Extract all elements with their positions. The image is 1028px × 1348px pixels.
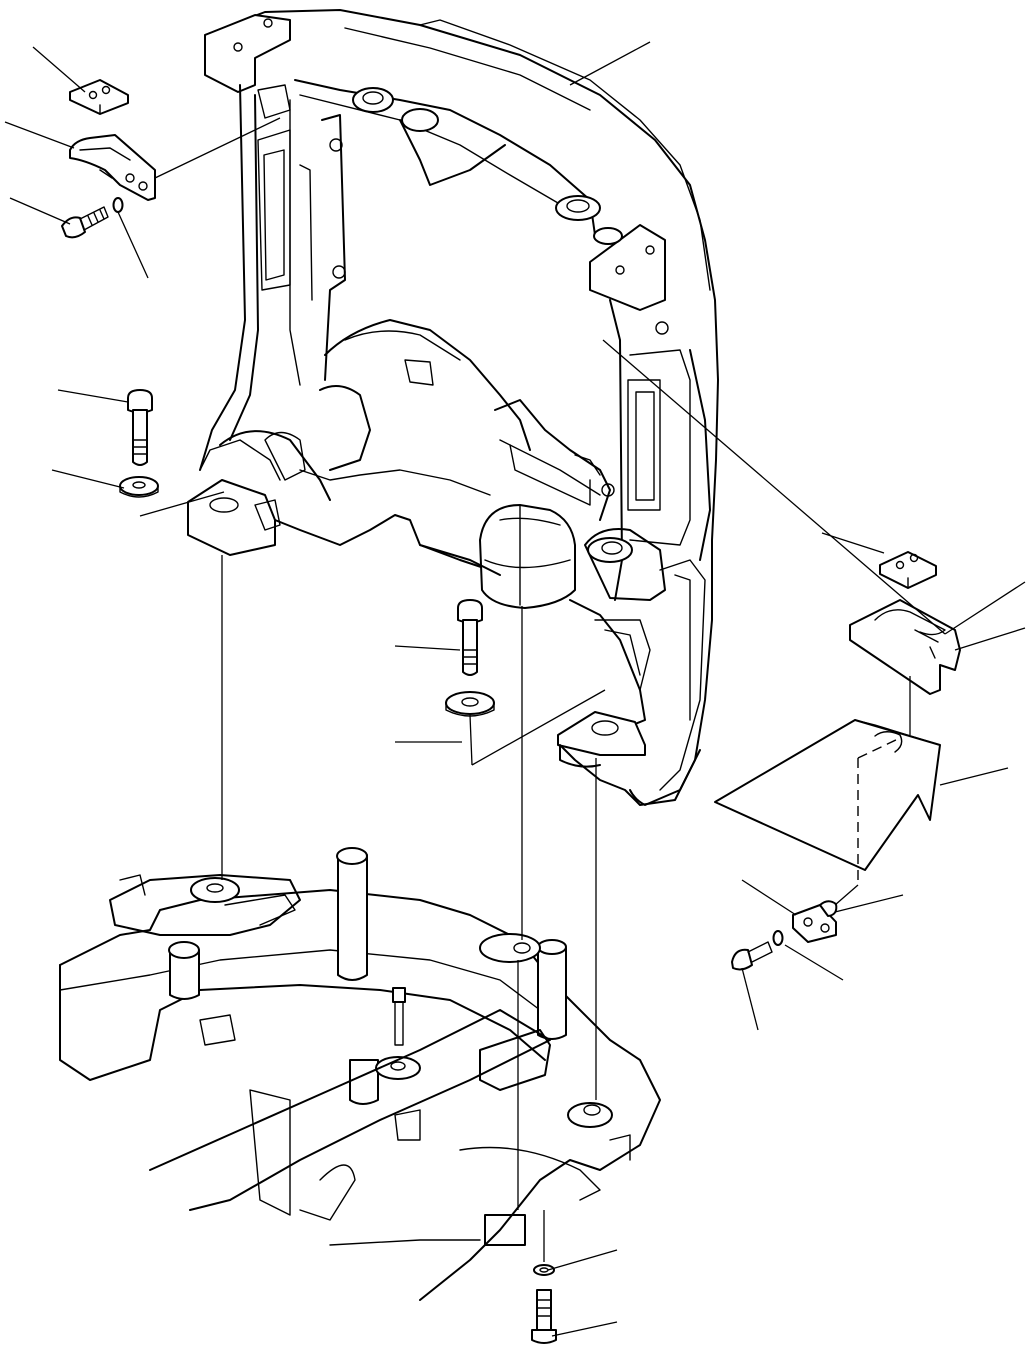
base-bolt-bottom [531, 1264, 557, 1344]
leader-lines [4, 41, 1026, 1337]
clip-bracket-right [849, 551, 961, 695]
clip-bracket-left [61, 79, 156, 239]
mount-bolt-left [119, 389, 159, 498]
mount-bolt-center [445, 599, 495, 717]
plate-hardware [731, 900, 838, 971]
cover-plate [714, 719, 941, 885]
upper-frame [187, 9, 719, 806]
base-frame [59, 847, 661, 1301]
